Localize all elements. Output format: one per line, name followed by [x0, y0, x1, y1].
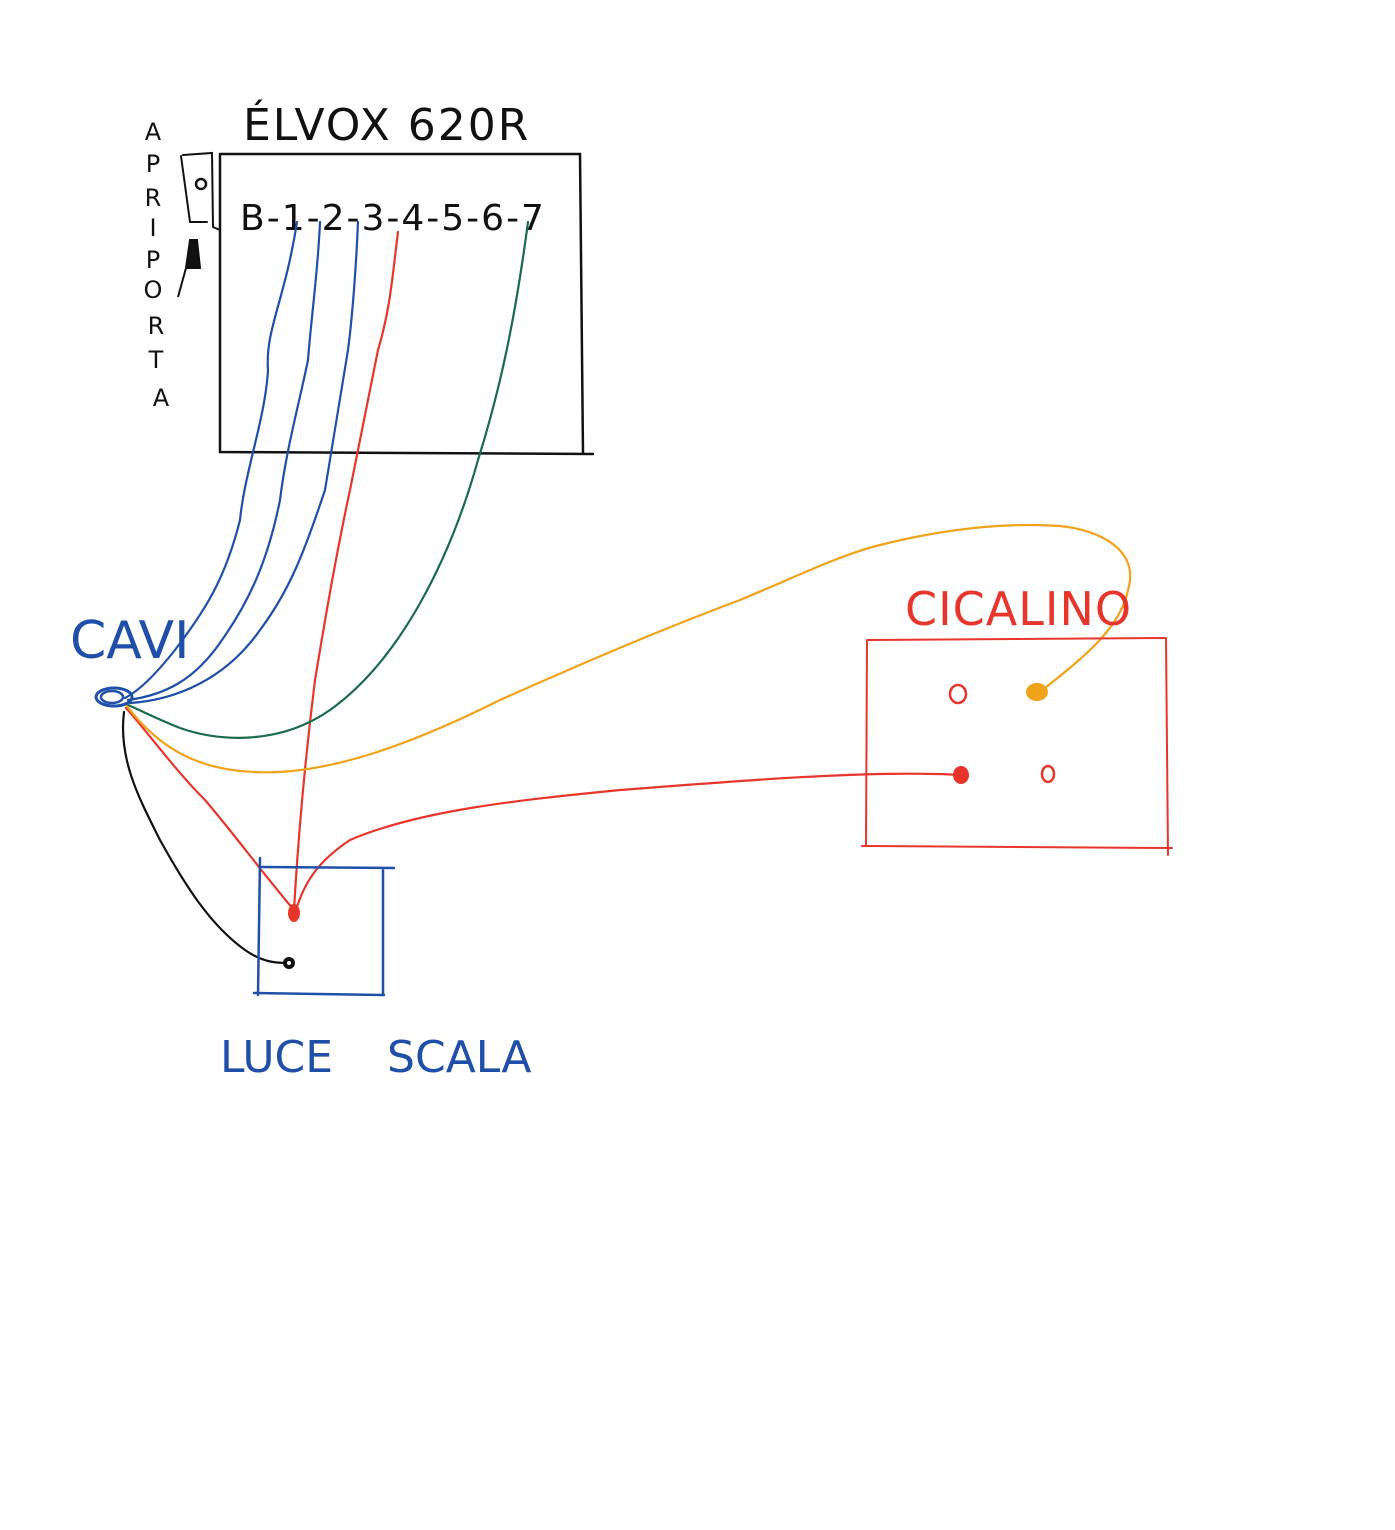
buzzer: CICALINO	[861, 582, 1173, 856]
buzzer-box	[861, 637, 1173, 856]
door-opener-letter: O	[144, 276, 163, 304]
intercom-device-title: ÉLVOX 620R	[243, 98, 530, 151]
wire-red-light-to-buzzer	[294, 772, 962, 912]
intercom-device: ÉLVOX 620R B-1-2-3-4-5-6-7	[218, 98, 595, 456]
intercom-device-box	[218, 152, 595, 456]
stair-light-label: LUCE SCALA	[220, 1032, 531, 1083]
door-opener-letter: T	[148, 346, 164, 374]
door-opener-letter: A	[145, 118, 162, 146]
buzzer-terminal-top-right	[1026, 683, 1048, 701]
door-opener-letter: R	[148, 312, 165, 340]
cable-label: CAVI	[70, 611, 189, 671]
door-opener-bracket	[180, 151, 221, 231]
door-opener-letter: R	[145, 184, 162, 212]
wire-red-terminal-4	[292, 230, 400, 912]
wire-blue-terminal-3	[128, 220, 360, 705]
stair-light-box	[252, 856, 396, 997]
door-opener: A P R I P O R T A	[144, 118, 221, 412]
wire-green-terminal-7	[126, 220, 530, 739]
door-opener-plug-icon	[177, 239, 202, 298]
cable-bundle-knot-inner	[99, 689, 125, 705]
buzzer-terminal-top-left	[948, 683, 968, 705]
cable-bundle-knot	[94, 686, 134, 708]
wire-red-bundle-to-light	[124, 706, 296, 912]
stair-light-neutral-terminal-center	[287, 961, 291, 965]
cable-bundle: CAVI	[70, 611, 189, 708]
wires	[121, 220, 1132, 965]
door-opener-letter: P	[146, 246, 160, 274]
door-opener-terminal-icon	[194, 177, 208, 191]
wire-blue-terminal-2	[126, 220, 322, 702]
terminal-labels: B-1-2-3-4-5-6-7	[240, 198, 546, 239]
door-opener-letter: I	[149, 214, 156, 242]
wire-orange-bundle-to-buzzer	[124, 523, 1132, 774]
stair-light: LUCE SCALA	[220, 856, 531, 1083]
buzzer-terminal-bottom-right	[1040, 764, 1056, 784]
wire-black-light-neutral	[121, 710, 290, 965]
stair-light-live-terminal	[288, 904, 300, 922]
door-opener-letter: A	[153, 384, 170, 412]
door-opener-letter: P	[146, 150, 160, 178]
wire-blue-terminal-1	[123, 220, 299, 700]
door-opener-vertical-label: A P R I P O R T A	[144, 118, 170, 412]
buzzer-title: CICALINO	[905, 582, 1132, 636]
buzzer-terminal-bottom-left	[953, 766, 969, 784]
